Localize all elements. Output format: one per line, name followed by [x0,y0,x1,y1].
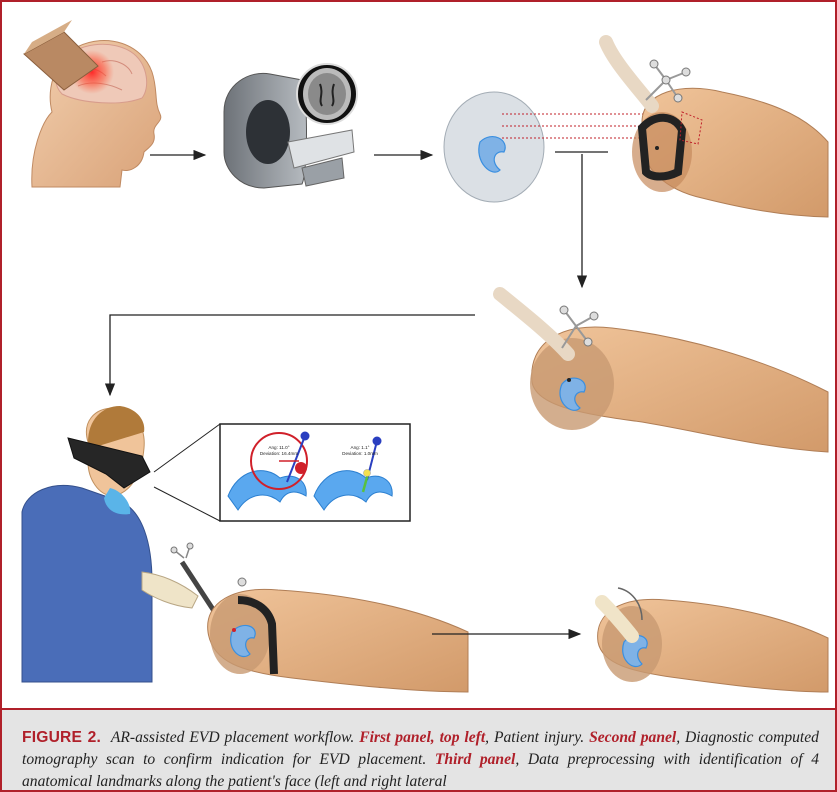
mannequin-registration-illustration [606,42,828,217]
caption-highlight-2: Second panel [589,729,676,746]
ar-view-inset: Ang: 11.0° Deviation: 16.4mm Ang: 1.1° D… [154,424,410,521]
surgeon-ar-illustration [22,406,216,682]
ct-scanner-illustration [224,64,357,188]
caption-text: FIGURE 2. AR-assisted EVD placement work… [2,710,835,792]
inset-left-angle: Ang: 11.0° [268,445,289,450]
target-marker-blue [301,432,310,441]
caption-segment-2: , Patient injury. [485,729,584,746]
workflow-illustration: Ang: 11.0° Deviation: 16.4mm Ang: 1.1° D… [2,2,835,708]
caption-highlight-3: Third panel [435,751,515,768]
inset-left-deviation: Deviation: 16.4mm [260,451,298,456]
entry-marker-red [295,462,307,474]
inset-right-angle: Ang: 1.1° [351,445,370,450]
arrow-4 [110,315,475,395]
patient-injury-illustration [24,20,161,187]
figure-label: FIGURE 2. [22,729,101,746]
catheter-placed-illustration [598,588,828,692]
mannequin-evd-illustration [208,578,468,692]
caption-segment-1: AR-assisted EVD placement workflow. [111,729,354,746]
landmark-registration-illustration [500,294,828,452]
inset-right-deviation: Deviation: 1.0mm [342,451,378,456]
caption-highlight-1: First panel, top left [359,729,485,746]
figure-caption: FIGURE 2. AR-assisted EVD placement work… [2,708,835,792]
